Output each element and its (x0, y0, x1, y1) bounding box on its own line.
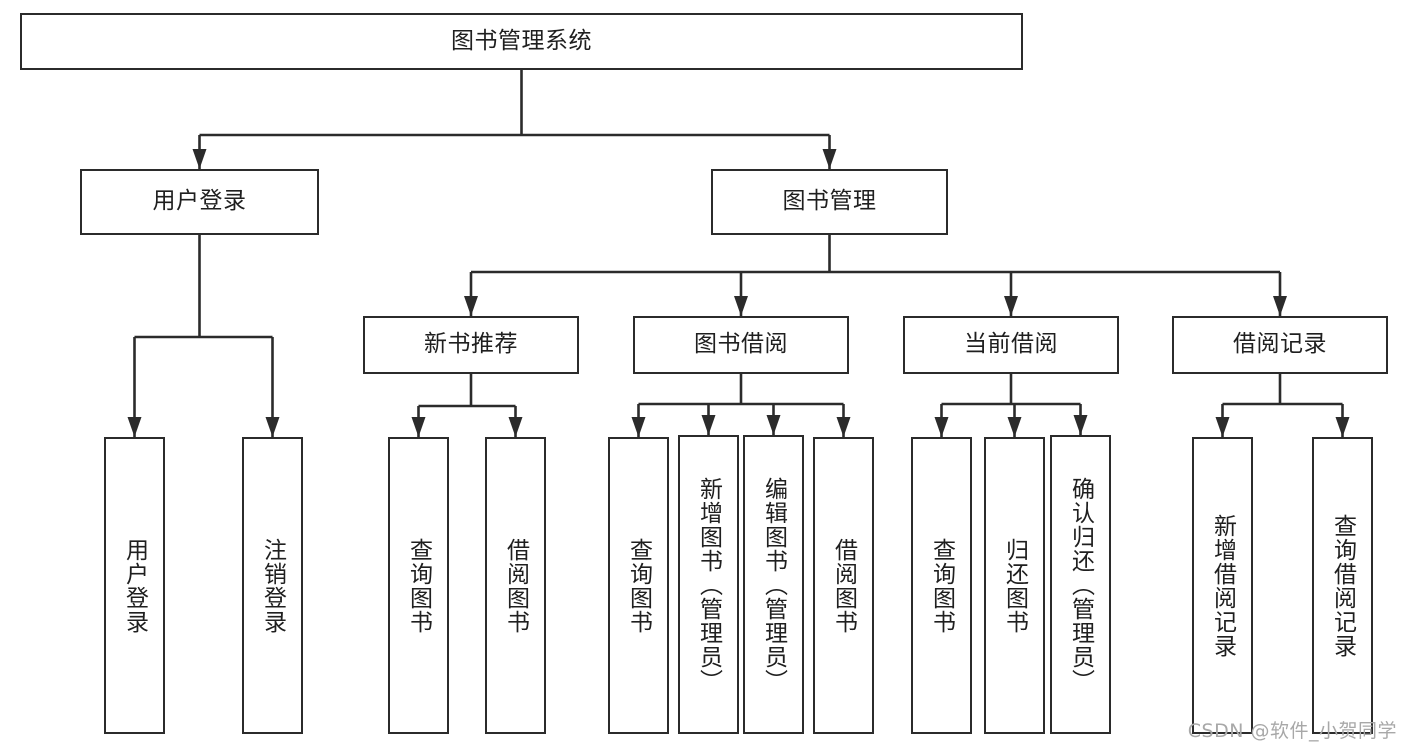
node-label-leaf-query-record: 查询借阅记录 (1329, 513, 1356, 658)
arrowhead-borrow-record (1273, 296, 1287, 316)
node-leaf-query-record[interactable]: 查询借阅记录 (1312, 437, 1373, 734)
node-label-current-borrow: 当前借阅 (964, 331, 1058, 358)
node-label-leaf-query-book-1: 查询图书 (405, 537, 432, 634)
node-borrow-record[interactable]: 借阅记录 (1172, 316, 1388, 374)
node-label-leaf-confirm-return: 确认归还（管理员） (1067, 476, 1094, 693)
node-label-new-book-rec: 新书推荐 (424, 331, 518, 358)
node-leaf-query-book-3[interactable]: 查询图书 (911, 437, 972, 734)
node-leaf-query-book-1[interactable]: 查询图书 (388, 437, 449, 734)
arrowhead-leaf-confirm-return (1073, 415, 1088, 435)
watermark-label: CSDN @软件_小贺同学 (1187, 720, 1397, 742)
arrowhead-user-login (192, 149, 207, 169)
node-label-leaf-user-login: 用户登录 (121, 537, 148, 634)
arrowhead-leaf-borrow-book-1 (508, 417, 523, 437)
arrowhead-leaf-edit-book (766, 415, 781, 435)
node-leaf-borrow-book-2[interactable]: 借阅图书 (813, 437, 874, 734)
node-label-leaf-add-record: 新增借阅记录 (1209, 513, 1236, 658)
node-label-book-manage: 图书管理 (782, 188, 877, 215)
node-leaf-edit-book[interactable]: 编辑图书（管理员） (743, 435, 804, 734)
node-book-manage[interactable]: 图书管理 (711, 169, 948, 235)
arrowhead-leaf-query-book-2 (631, 417, 646, 437)
arrowhead-leaf-logout (265, 417, 280, 437)
arrowhead-leaf-query-book-1 (411, 417, 426, 437)
node-label-leaf-return-book: 归还图书 (1001, 537, 1028, 634)
arrowhead-leaf-add-record (1215, 417, 1230, 437)
node-new-book-rec[interactable]: 新书推荐 (363, 316, 579, 374)
node-label-book-borrow: 图书借阅 (694, 331, 788, 358)
node-book-borrow[interactable]: 图书借阅 (633, 316, 849, 374)
arrowhead-book-manage (822, 149, 837, 169)
node-leaf-borrow-book-1[interactable]: 借阅图书 (485, 437, 546, 734)
node-label-leaf-logout: 注销登录 (259, 537, 286, 634)
node-user-login[interactable]: 用户登录 (80, 169, 319, 235)
arrowhead-leaf-borrow-book-2 (836, 417, 851, 437)
node-leaf-query-book-2[interactable]: 查询图书 (608, 437, 669, 734)
node-leaf-logout[interactable]: 注销登录 (242, 437, 303, 734)
node-label-user-login: 用户登录 (152, 188, 247, 215)
arrowhead-leaf-return-book (1007, 417, 1022, 437)
node-label-leaf-borrow-book-2: 借阅图书 (830, 537, 857, 634)
arrowhead-leaf-add-book (701, 415, 716, 435)
arrowhead-book-borrow (734, 296, 748, 316)
arrowhead-current-borrow (1004, 296, 1018, 316)
node-leaf-add-book[interactable]: 新增图书（管理员） (678, 435, 739, 734)
arrowhead-new-book-rec (464, 296, 478, 316)
node-label-leaf-edit-book: 编辑图书（管理员） (760, 476, 787, 693)
node-leaf-user-login[interactable]: 用户登录 (104, 437, 165, 734)
node-label-root: 图书管理系统 (451, 27, 592, 54)
node-leaf-add-record[interactable]: 新增借阅记录 (1192, 437, 1253, 734)
arrowhead-leaf-query-book-3 (934, 417, 949, 437)
node-leaf-return-book[interactable]: 归还图书 (984, 437, 1045, 734)
node-label-leaf-borrow-book-1: 借阅图书 (502, 537, 529, 634)
node-root[interactable]: 图书管理系统 (20, 13, 1023, 70)
node-current-borrow[interactable]: 当前借阅 (903, 316, 1119, 374)
node-label-leaf-query-book-2: 查询图书 (625, 537, 652, 634)
node-label-leaf-add-book: 新增图书（管理员） (695, 476, 722, 693)
node-label-borrow-record: 借阅记录 (1233, 331, 1327, 358)
node-label-leaf-query-book-3: 查询图书 (928, 537, 955, 634)
node-leaf-confirm-return[interactable]: 确认归还（管理员） (1050, 435, 1111, 734)
arrowhead-leaf-user-login (127, 417, 142, 437)
arrowhead-leaf-query-record (1335, 417, 1350, 437)
